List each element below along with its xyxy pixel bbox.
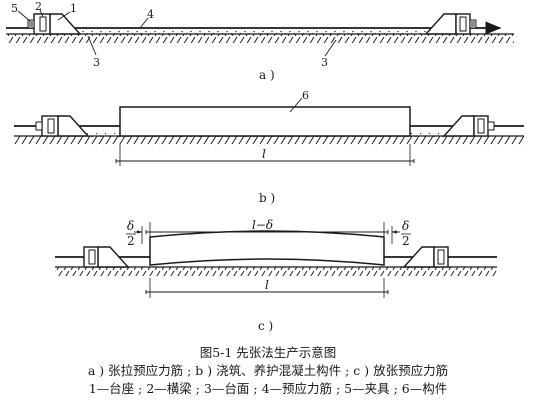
leader-4 [139,17,149,29]
label-1: 1 [70,2,77,15]
ground-hatch-c [55,267,497,276]
panel-b: 6 l b ) [14,89,524,205]
caption-title: 图5-1 先张法生产示意图 [200,345,337,360]
dim-label-l-c: l [265,278,269,292]
abutment-left-c [83,246,130,268]
subcaption-a: a ) [259,68,275,82]
label-5: 5 [11,2,18,15]
leader-6 [289,97,303,113]
cambered-member-c [149,230,385,266]
leader-3-right [324,39,337,57]
label-2: 2 [35,0,42,13]
abutment-left-a [27,13,82,35]
dim-label-l-minus-delta: l−δ [252,218,273,232]
panel-c: l−δ δ 2 δ 2 l c ) [55,218,497,333]
abutment-right-b [442,115,495,137]
leader-2 [39,9,44,18]
label-3-left: 3 [93,56,100,69]
dim-label-l-b: l [262,147,266,161]
ground-hatch-b [14,136,524,145]
ground-hatch-a [6,34,514,43]
panel-a: 5 2 1 4 3 3 a ) [6,0,514,82]
label-3-right: 3 [321,56,328,69]
caption-line-2: 1—台座 ; 2—横梁 ; 3—台面 ; 4—预应力筋 ; 5—夹具 ; 6—构… [89,381,448,396]
concrete-member-b [119,106,411,137]
label-two-left: 2 [127,234,135,248]
label-delta-left: δ [127,219,134,233]
caption-line-1: a ) 张拉预应力筋 ; b ) 浇筑、养护混凝土构件 ; c ) 放张预应力筋 [88,363,448,378]
leader-3-left [87,35,97,56]
leader-1 [57,11,71,21]
platform-surface-a [72,31,434,35]
leader-5 [17,10,31,22]
label-6: 6 [302,89,309,102]
subcaption-b: b ) [259,191,275,205]
subcaption-c: c ) [258,319,273,333]
figure-caption: 图5-1 先张法生产示意图 a ) 张拉预应力筋 ; b ) 浇筑、养护混凝土构… [88,345,448,396]
abutment-left-b [35,115,90,137]
abutment-right-c [402,246,449,268]
label-delta-right: δ [402,219,409,233]
label-two-right: 2 [402,234,410,248]
abutment-right-a [424,13,477,35]
label-4: 4 [147,8,154,21]
